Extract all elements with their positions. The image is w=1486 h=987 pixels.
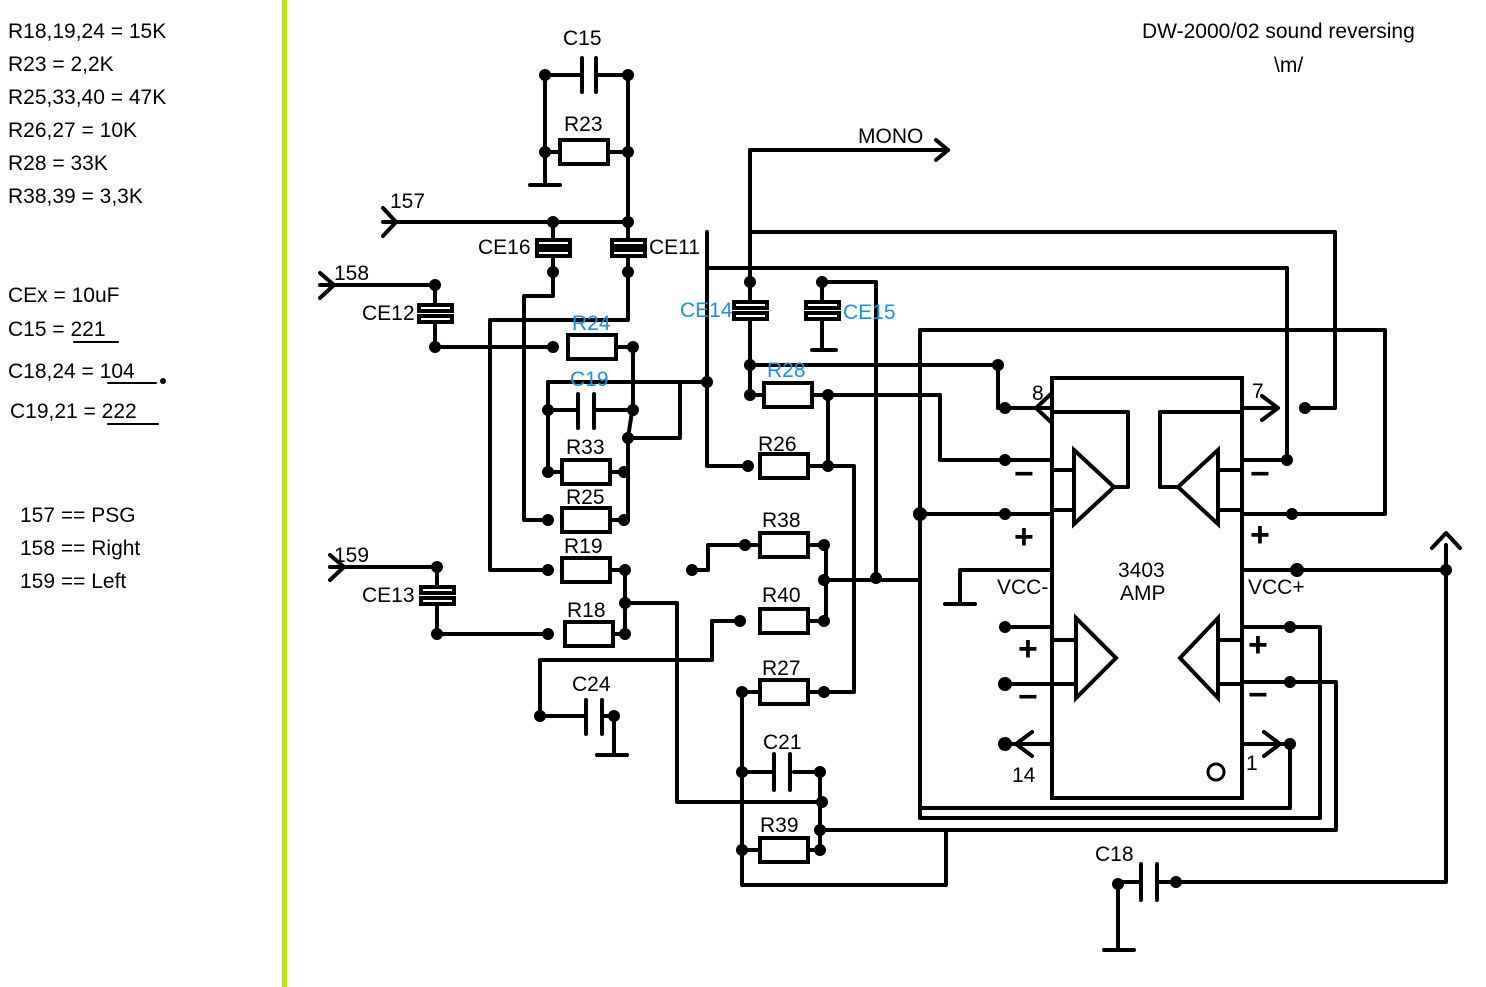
sign-b-plus: + — [1250, 516, 1270, 554]
label-r18: R18 — [567, 599, 606, 622]
sign-c-plus: + — [1018, 630, 1038, 668]
resistor-r28 — [762, 381, 814, 409]
resistor-r27 — [758, 678, 810, 706]
component-labels: C15 R23 157 158 159 CE16 CE11 CE12 CE13 … — [334, 27, 1134, 866]
opamp-c — [1074, 613, 1119, 703]
arrow-mono — [934, 138, 950, 162]
resistor-r25 — [560, 506, 612, 534]
resistor-r24 — [566, 333, 618, 361]
label-r27: R27 — [762, 657, 801, 680]
resistor-r23 — [558, 138, 610, 166]
label-c15: C15 — [563, 27, 602, 50]
label-ce13: CE13 — [362, 584, 415, 607]
opamp-d — [1177, 612, 1220, 704]
arrow-pin1 — [1262, 730, 1282, 758]
component-values-list: R18,19,24 = 15K R23 = 2,2K R25,33,40 = 4… — [8, 20, 166, 593]
label-r33: R33 — [566, 436, 605, 459]
note-r23: R23 = 2,2K — [8, 53, 114, 76]
label-ce12: CE12 — [362, 302, 415, 325]
note-cex: CEx = 10uF — [8, 284, 119, 307]
label-159: 159 — [334, 544, 369, 567]
label-r25: R25 — [566, 486, 605, 509]
sign-d-plus: + — [1248, 626, 1268, 664]
resistor-r39 — [758, 836, 810, 864]
arrows — [318, 138, 1462, 758]
resistors — [558, 138, 814, 864]
label-r24: R24 — [572, 312, 611, 335]
note-pin157: 157 == PSG — [20, 504, 136, 527]
note-r25: R25,33,40 = 47K — [8, 86, 166, 109]
label-ce15: CE15 — [843, 301, 896, 324]
resistor-r33 — [560, 458, 612, 486]
ic-sub: AMP — [1120, 582, 1166, 605]
pin1-marker — [1206, 762, 1226, 782]
ic-pin7: 7 — [1252, 380, 1264, 403]
note-pin159: 159 == Left — [20, 570, 126, 593]
label-ce14: CE14 — [680, 299, 733, 322]
ic-vcc-minus: VCC- — [997, 576, 1048, 599]
sign-a-plus: + — [1014, 518, 1034, 556]
resistor-r18 — [563, 620, 615, 648]
ic-pin8: 8 — [1032, 382, 1044, 405]
junction-dots — [429, 69, 1452, 890]
label-158: 158 — [334, 262, 369, 285]
ic-3403: 3403 AMP VCC- VCC+ 8 7 14 1 − + − + + − … — [997, 376, 1305, 800]
label-c18: C18 — [1095, 843, 1134, 866]
note-r38: R38,39 = 3,3K — [8, 185, 143, 208]
sign-b-minus: − — [1250, 455, 1270, 493]
label-mono: MONO — [858, 125, 923, 148]
arrow-158 — [318, 271, 336, 300]
capacitors — [417, 56, 1178, 902]
divider-bar — [282, 0, 287, 987]
label-r19: R19 — [564, 535, 603, 558]
diagram-title: DW-2000/02 sound reversing — [1142, 20, 1415, 43]
sign-d-minus: − — [1248, 676, 1268, 714]
arrow-157 — [381, 206, 398, 238]
ic-body — [1050, 376, 1244, 800]
label-c19: C19 — [570, 368, 609, 391]
opamp-a — [1072, 445, 1117, 529]
label-c24: C24 — [572, 673, 611, 696]
resistor-r19 — [560, 556, 612, 584]
label-r23: R23 — [564, 113, 603, 136]
label-c21: C21 — [763, 731, 802, 754]
arrow-pin14 — [1014, 730, 1034, 758]
note-c15: C15 = 221 — [8, 318, 106, 341]
sign-c-minus: − — [1018, 678, 1038, 716]
label-r38: R38 — [762, 509, 801, 532]
ic-pin14: 14 — [1012, 764, 1036, 787]
arrow-vcc-up — [1430, 531, 1462, 550]
note-r28: R28 = 33K — [8, 152, 108, 175]
note-pin158: 158 == Right — [20, 537, 140, 560]
ic-vcc-plus: VCC+ — [1248, 576, 1305, 599]
arrow-159 — [328, 553, 346, 582]
sign-a-minus: − — [1014, 455, 1034, 493]
resistor-r38 — [758, 531, 810, 559]
label-ce16: CE16 — [478, 236, 531, 259]
opamp-b — [1175, 445, 1220, 529]
label-157: 157 — [390, 190, 425, 213]
resistor-r40 — [758, 607, 810, 635]
ic-name: 3403 — [1118, 559, 1165, 582]
label-r28: R28 — [767, 359, 806, 382]
label-r39: R39 — [760, 814, 799, 837]
resistor-r26 — [758, 452, 810, 480]
note-r26: R26,27 = 10K — [8, 119, 137, 142]
note-c18: C18,24 = 104 — [8, 360, 135, 383]
ic-pin1: 1 — [1246, 752, 1258, 775]
diagram-subtitle: \m/ — [1274, 54, 1303, 77]
arrow-pin8 — [1034, 391, 1054, 425]
label-r40: R40 — [762, 584, 801, 607]
label-ce11: CE11 — [649, 236, 700, 259]
note-c19: C19,21 = 222 — [10, 400, 137, 423]
note-r18: R18,19,24 = 15K — [8, 20, 166, 43]
label-r26: R26 — [758, 433, 797, 456]
